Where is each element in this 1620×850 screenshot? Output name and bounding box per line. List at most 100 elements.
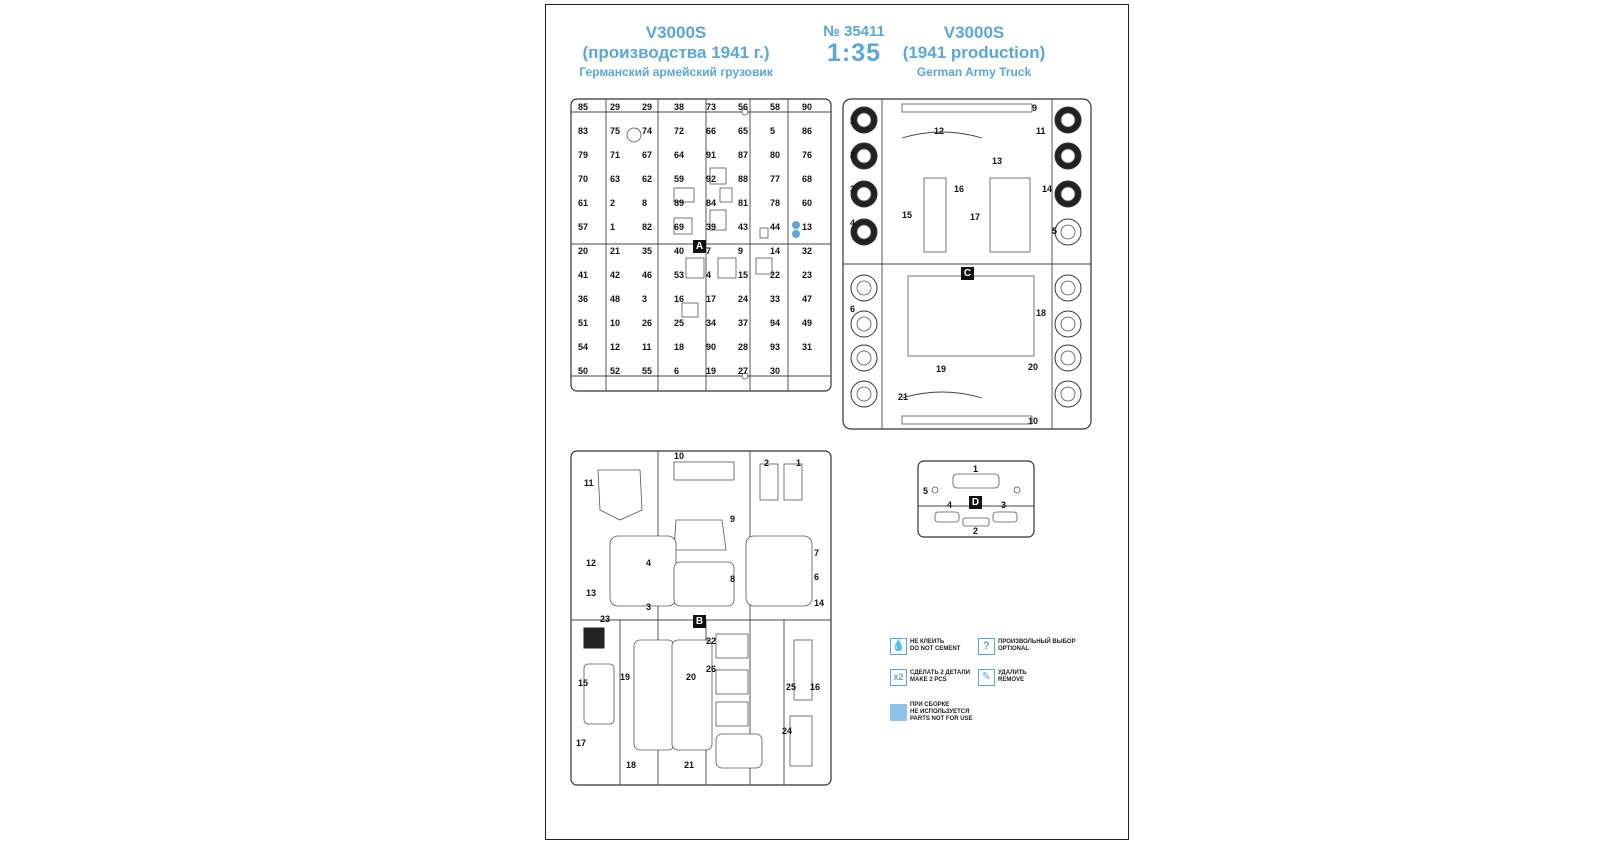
wheel-hub [1060,186,1076,202]
part-number-c: 6 [850,304,855,314]
part-number-a: 50 [578,366,588,376]
part-number-b: 17 [576,738,586,748]
part-number-a: 54 [578,342,588,352]
part-number-a: 59 [674,174,684,184]
part-number-a: 14 [770,246,780,256]
part-number-a: 37 [738,318,748,328]
part-number-a: 20 [578,246,588,256]
part-number-b: 23 [600,614,610,624]
right-title: V3000S [943,23,1005,42]
part-number-d: 4 [947,500,952,510]
optional-icon: ? [978,638,995,655]
part-number-a: 85 [578,102,588,112]
part-number-a: 90 [802,102,812,112]
part-number-a: 35 [642,246,652,256]
part-number-a: 27 [738,366,748,376]
wheel-hub [856,386,872,402]
part-number-a: 40 [674,246,684,256]
part-number-b: 9 [730,514,735,524]
part-number-a: 24 [738,294,748,304]
part-number-a: 81 [738,198,748,208]
part-number-a: 11 [642,342,652,352]
part-number-b: 24 [782,726,792,736]
part-number-c: 4 [850,218,855,228]
part-number-a: 83 [578,126,588,136]
sprue-c-letter: C [961,267,974,280]
part-number-a: 28 [738,342,748,352]
part-number-a: 9 [738,246,743,256]
part-number-a: 67 [642,150,652,160]
part-number-b: 11 [584,478,594,488]
part-number-a: 30 [770,366,780,376]
wheel-hub [856,112,872,128]
part-number-a: 13 [802,222,812,232]
part-number-b: 10 [674,451,684,461]
part-number-a: 16 [674,294,684,304]
part-number-a: 92 [706,174,716,184]
part-number-c: 15 [902,210,912,220]
part-number-a: 32 [802,246,812,256]
part-number-b: 22 [706,636,716,646]
part-number-a: 12 [610,342,620,352]
part-number-c: 9 [1032,103,1037,113]
left-caption: Германский армейский грузовик [579,65,773,79]
part-number-b: 26 [706,664,716,674]
part-number-a: 33 [770,294,780,304]
part-number-a: 61 [578,198,588,208]
wheel-hub [1060,316,1076,332]
scale-label: 1:35 [826,39,882,67]
wheel-hub [1060,280,1076,296]
part-number-a: 4 [706,270,711,280]
part-number-a: 1 [610,222,615,232]
part-number-a: 55 [642,366,652,376]
part-number-a: 74 [642,126,652,136]
part-number-a: 25 [674,318,684,328]
part-number-a: 63 [610,174,620,184]
part-number-d: 2 [973,526,978,536]
part-number-a: 48 [610,294,620,304]
part-number-c: 14 [1042,184,1052,194]
part-number-c: 13 [992,156,1002,166]
wheel-hub [1060,386,1076,402]
part-number-a: 43 [738,222,748,232]
part-number-a: 78 [770,198,780,208]
part-number-a: 53 [674,270,684,280]
instruction-sheet: V3000S (производства 1941 г.) Германский… [545,4,1129,840]
part-number-a: 52 [610,366,620,376]
part-number-b: 21 [684,760,694,770]
left-title: V3000S [645,23,707,42]
part-number-a: 41 [578,270,588,280]
part-number-c: 17 [970,212,980,222]
part-number-a: 90 [706,342,716,352]
part-number-b: 18 [626,760,636,770]
wheel-hub [856,350,872,366]
part-number-a: 29 [642,102,652,112]
part-number-a: 49 [802,318,812,328]
make-two-icon: x2 [890,669,907,686]
part-number-a: 23 [802,270,812,280]
part-number-a: 3 [642,294,647,304]
wheel-hub [856,224,872,240]
part-number-a: 21 [610,246,620,256]
part-number-a: 22 [770,270,780,280]
sprue-a-letter: A [693,240,706,253]
part-number-b: 14 [814,598,824,608]
part-number-b: 15 [578,678,588,688]
part-number-b: 6 [814,572,819,582]
part-number-b: 7 [814,548,819,558]
part-number-c: 3 [850,184,855,194]
wheel-hub [1060,350,1076,366]
part-number-c: 2 [850,150,855,160]
part-number-a: 72 [674,126,684,136]
part-number-a: 29 [610,102,620,112]
part-number-a: 46 [642,270,652,280]
part-number-a: 51 [578,318,588,328]
part-number-a: 57 [578,222,588,232]
part-number-b: 20 [686,672,696,682]
part-number-a: 93 [770,342,780,352]
part-number-a: 80 [770,150,780,160]
